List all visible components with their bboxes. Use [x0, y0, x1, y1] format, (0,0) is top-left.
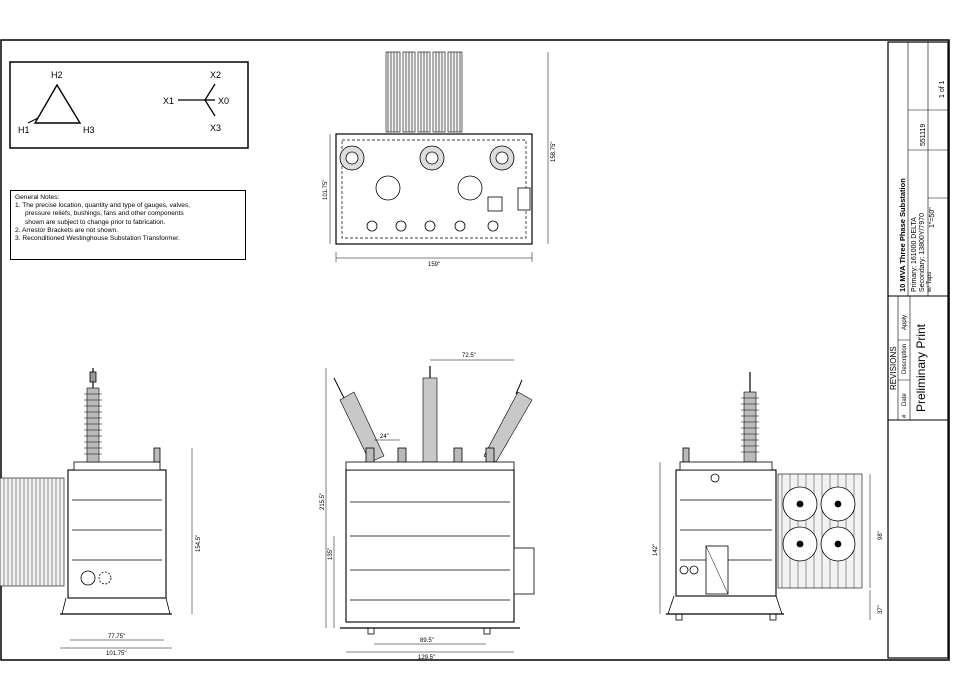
title-block: REVISIONS # Date Description Apply Preli…	[887, 41, 949, 659]
delta-h3-label: H3	[83, 125, 95, 135]
drawing-title: 10 MVA Three Phase Substation	[898, 178, 907, 292]
dim-top-width: 159"	[428, 262, 440, 268]
general-note-1-cont-b: shown are subject to change prior to fab…	[25, 218, 166, 226]
top-view	[329, 51, 549, 262]
general-note-3: 3. Reconditioned Westinghouse Substation…	[15, 235, 180, 243]
drawing-scale: 1"=50"	[929, 207, 936, 228]
front-view	[325, 359, 535, 653]
revisions-label: REVISIONS	[889, 346, 898, 390]
top-view-manhole-left	[375, 175, 401, 201]
taps-note: w/ Taps	[927, 272, 933, 293]
dim-top-height-1: 158.75"	[551, 142, 557, 162]
revisions-col-apply: Apply	[902, 315, 908, 330]
sheet-border	[0, 39, 950, 661]
left-view-bushing	[86, 387, 100, 463]
secondary-voltage: Secondary: 13800Y/7970	[919, 213, 926, 292]
front-view-tank	[345, 469, 515, 623]
winding-symbol-box: H2 H1 H3 X2 X1 X0 X3	[9, 61, 249, 149]
dim-left-base-width: 77.75"	[108, 634, 125, 640]
delta-h2-label: H2	[51, 70, 63, 80]
sheet-number: 1 of 1	[939, 80, 946, 98]
dim-right-low-height: 37"	[878, 605, 884, 614]
front-view-bushing-left	[333, 377, 385, 463]
dim-left-height: 154.5"	[196, 535, 202, 552]
wye-x2-label: X2	[210, 70, 221, 80]
dim-front-bushing-span: 72.5"	[462, 353, 476, 359]
right-view-bushing	[743, 391, 757, 463]
general-note-2: 2. Arrestor Brackets are not shown.	[15, 226, 118, 234]
top-view-manhole-right	[457, 175, 483, 201]
dim-front-overall-height: 215.5"	[320, 493, 326, 510]
right-side-view	[659, 372, 871, 621]
left-side-view	[0, 368, 193, 649]
top-view-radiators	[385, 51, 463, 133]
dim-front-base-width: 89.5"	[420, 638, 434, 644]
left-view-tank	[67, 469, 167, 599]
dim-right-fan-height: 98"	[878, 531, 884, 540]
revisions-col-date: Date	[902, 393, 908, 406]
general-notes-box: General Notes: 1. The precise location, …	[10, 190, 246, 260]
wye-x1-label: X1	[163, 96, 174, 106]
general-note-1: 1. The precise location, quantity and ty…	[15, 202, 191, 210]
dim-front-overall-width: 129.5"	[418, 655, 435, 661]
wye-x0-label: X0	[218, 96, 229, 106]
dim-front-small-span: 24"	[380, 434, 389, 440]
delta-h1-label: H1	[18, 125, 30, 135]
wye-symbol	[178, 83, 216, 117]
wye-x3-label: X3	[210, 123, 221, 133]
front-view-bushing-center	[422, 366, 438, 463]
dim-top-height-2: 101.75"	[323, 180, 329, 200]
dim-front-tank-height: 135"	[328, 548, 334, 560]
general-notes-title: General Notes:	[15, 194, 60, 201]
front-view-control-box	[513, 547, 535, 595]
revisions-col-num: #	[902, 414, 908, 418]
preliminary-print: Preliminary Print	[914, 323, 928, 412]
job-number: 551119	[920, 124, 927, 146]
dim-right-tank-height: 142"	[653, 544, 659, 556]
delta-symbol	[33, 83, 82, 124]
dim-left-overall-width: 101.75"	[106, 651, 126, 657]
primary-voltage: Primary: 161000 DELTA	[911, 217, 918, 292]
cooling-fans	[782, 486, 856, 562]
general-note-1-cont-a: pressure reliefs, bushings, fans and oth…	[25, 210, 184, 218]
revisions-col-description: Description	[902, 344, 908, 374]
